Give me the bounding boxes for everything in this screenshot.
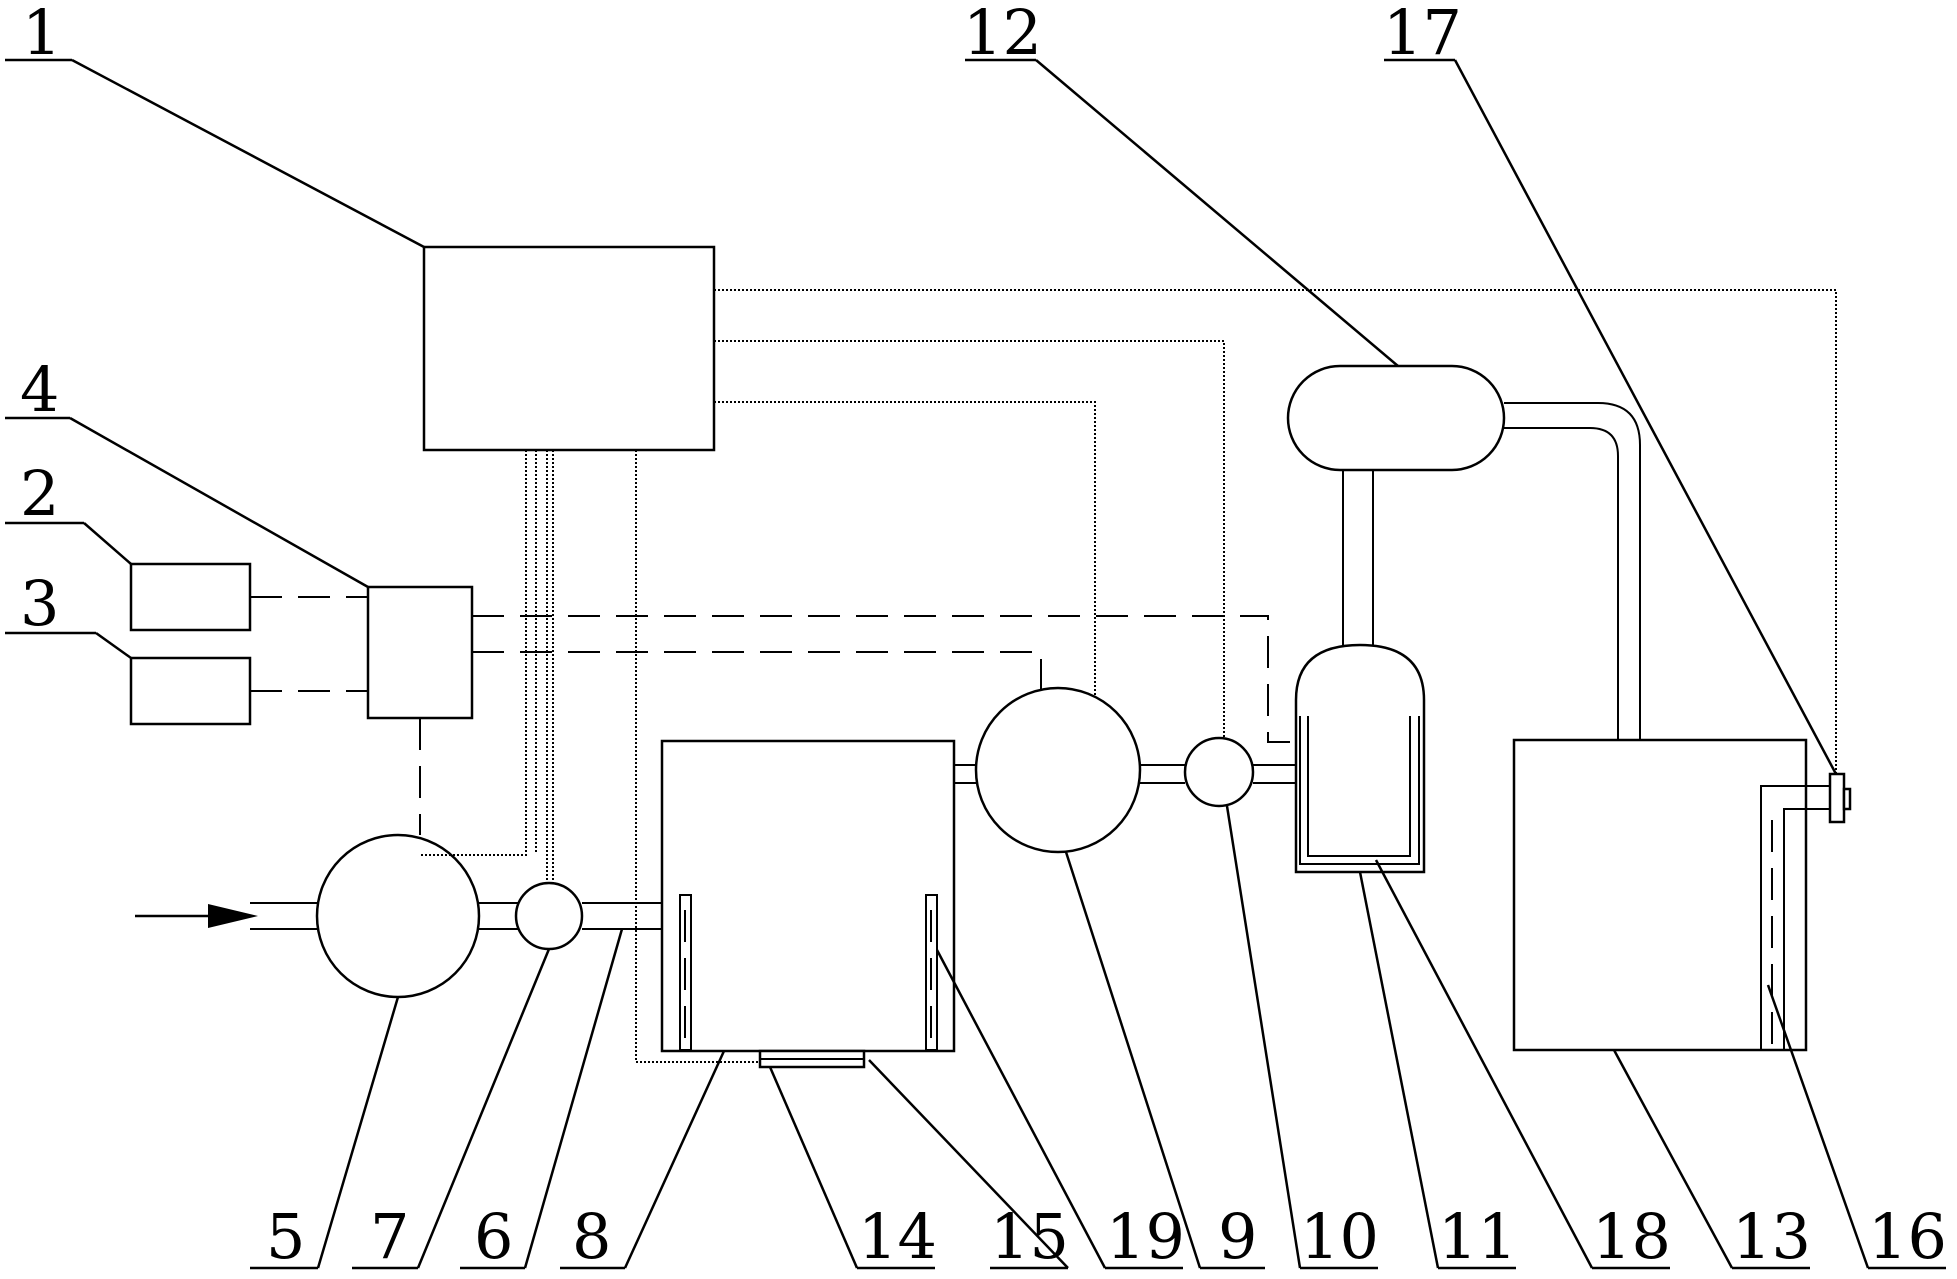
label-11: 11: [1438, 1200, 1517, 1273]
component-4-box: [366, 585, 474, 720]
component-19-heating-elements: [679, 894, 938, 1051]
label-3: 3: [20, 567, 59, 640]
component-17-sensor: [1828, 772, 1846, 824]
label-1: 1: [22, 0, 61, 69]
signal-1-5: [421, 450, 527, 856]
component-13-tank: [1512, 738, 1808, 1052]
label-15: 15: [990, 1200, 1069, 1273]
pipe-9-10: [1140, 764, 1185, 784]
label-16: 16: [1868, 1200, 1947, 1273]
component-5-pump: [315, 833, 481, 999]
component-12-condenser: [1286, 364, 1506, 472]
signal-4-11: [472, 615, 1300, 743]
signal-4-9: [472, 651, 1042, 690]
label-7: 7: [370, 1200, 409, 1273]
pipe-6: [582, 902, 662, 930]
component-17-sensor-cap: [1842, 787, 1852, 811]
label-17: 17: [1383, 0, 1462, 69]
label-10: 10: [1300, 1200, 1379, 1273]
component-18-liner: [1299, 716, 1420, 865]
pipe-12-13: [1504, 402, 1641, 740]
label-18: 18: [1592, 1200, 1671, 1273]
pipe-10-11: [1253, 764, 1296, 784]
pipe-5-7: [479, 902, 518, 930]
component-10-valve: [1183, 736, 1255, 808]
signal-1-17: [714, 289, 1837, 774]
component-16-probe: [1760, 785, 1832, 1049]
component-8-tank: [660, 739, 956, 1053]
label-6: 6: [474, 1200, 513, 1273]
component-2-box: [129, 562, 252, 632]
component-1-controller: [422, 245, 716, 452]
component-3-box: [129, 656, 252, 726]
inlet-pipe: [250, 902, 318, 930]
label-4: 4: [20, 353, 59, 426]
component-11-vessel: [1294, 643, 1426, 874]
component-9-pump: [974, 686, 1142, 854]
pipe-8-9: [954, 764, 976, 784]
signal-1-10: [714, 340, 1225, 738]
label-13: 13: [1732, 1200, 1811, 1273]
inlet-arrow: [135, 904, 258, 928]
signal-1-8: [635, 450, 760, 1063]
label-9: 9: [1218, 1200, 1257, 1273]
label-19: 19: [1106, 1200, 1185, 1273]
component-7-valve: [514, 881, 584, 951]
label-14: 14: [858, 1200, 937, 1273]
label-12: 12: [963, 0, 1042, 69]
signal-1-9: [714, 401, 1096, 696]
pipe-11-12: [1342, 470, 1374, 645]
label-5: 5: [266, 1200, 305, 1273]
label-2: 2: [20, 457, 59, 530]
label-8: 8: [572, 1200, 611, 1273]
